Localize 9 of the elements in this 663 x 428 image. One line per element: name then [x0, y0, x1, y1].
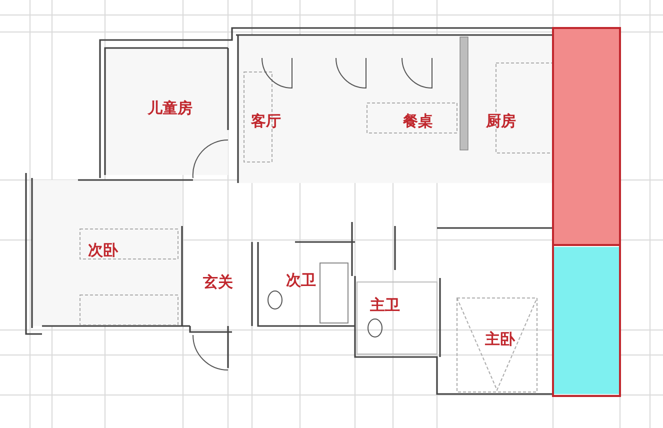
room-label: 儿童房 — [148, 98, 192, 119]
room-label: 主卧 — [485, 328, 515, 350]
room-label: 客厅 — [251, 110, 281, 132]
room-label: 玄关 — [203, 272, 233, 293]
room-label: 餐桌 — [403, 110, 433, 132]
room-label: 主卫 — [370, 294, 400, 316]
room-label: 次卫 — [286, 270, 316, 291]
room-label: 次卧 — [88, 240, 118, 261]
room-label: 厨房 — [486, 110, 516, 132]
